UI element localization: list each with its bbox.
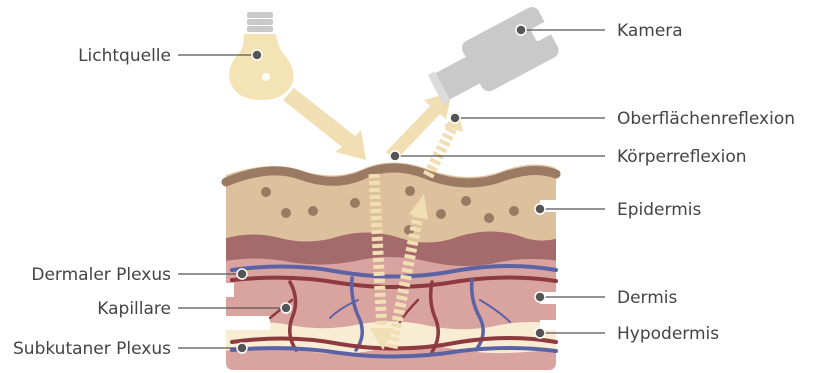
label-capillaries: Kapillare [97, 299, 171, 319]
label-body-reflection: Körperreflexion [617, 147, 747, 167]
label-epidermis: Epidermis [617, 200, 701, 220]
left-notch-2 [222, 316, 270, 330]
label-light-source: Lichtquelle [78, 46, 171, 66]
label-camera: Kamera [617, 21, 683, 41]
label-surface-reflection: Oberflächenreflexion [617, 109, 795, 129]
label-dermal-plexus: Dermaler Plexus [31, 265, 171, 285]
incident-light-beam [283, 88, 366, 160]
label-subcutaneous-plexus: Subkutaner Plexus [13, 339, 171, 359]
camera-icon [422, 1, 567, 113]
label-hypodermis: Hypodermis [617, 324, 719, 344]
left-notch-1 [222, 283, 234, 297]
label-dermis: Dermis [617, 288, 678, 308]
